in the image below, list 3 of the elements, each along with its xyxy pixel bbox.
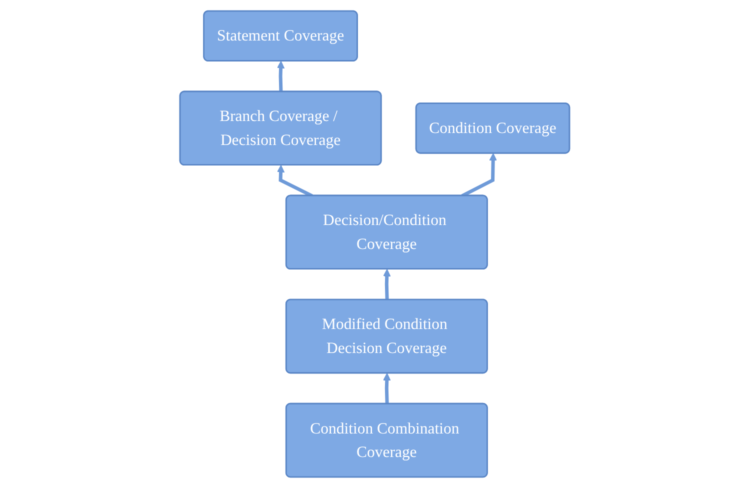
arrow (383, 373, 391, 404)
arrow (383, 269, 391, 300)
arrow (277, 60, 285, 92)
